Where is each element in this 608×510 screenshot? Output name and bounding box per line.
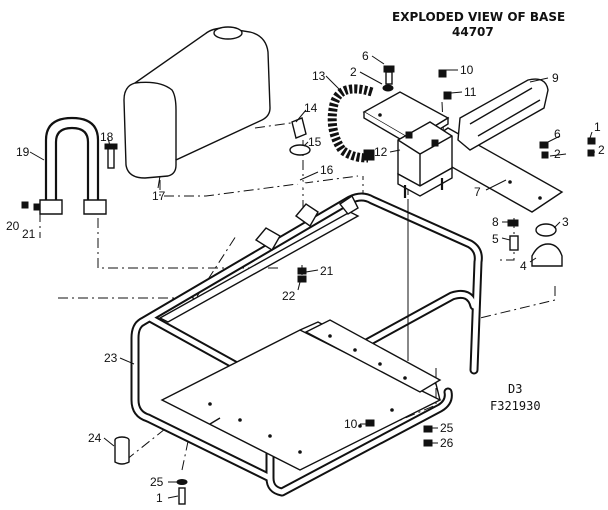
battery-bracket — [362, 91, 564, 213]
bolt-18 — [104, 143, 118, 169]
callout-18: 18 — [100, 130, 114, 144]
base-hardware — [297, 267, 433, 447]
fuel-valve — [289, 117, 311, 156]
callout-19: 19 — [16, 145, 30, 159]
bottom-bolt — [176, 479, 188, 505]
diagram-model-number: 44707 — [452, 25, 494, 39]
callout-6-top: 6 — [362, 49, 369, 63]
drawing-code-line1: D3 — [508, 382, 522, 396]
callout-10-bottom: 10 — [344, 417, 358, 431]
callout-11: 11 — [464, 85, 477, 99]
callout-labels: 6 2 13 10 11 9 12 7 1 2 6 2 3 4 8 5 14 1… — [6, 49, 605, 505]
callout-4: 4 — [520, 259, 527, 273]
callout-12: 12 — [374, 145, 388, 159]
leader-lines — [29, 55, 595, 499]
muffler-shield — [457, 78, 549, 151]
callout-16: 16 — [320, 163, 334, 177]
callout-22: 22 — [282, 289, 296, 303]
callout-25-bottom: 25 — [150, 475, 164, 489]
callout-26: 26 — [440, 436, 454, 450]
callout-6-right: 6 — [554, 127, 561, 141]
callout-2-far-right: 2 — [598, 143, 605, 157]
callout-20: 20 — [6, 219, 20, 233]
callout-21-center: 21 — [320, 264, 334, 278]
callout-15: 15 — [308, 135, 322, 149]
rubber-foot-24 — [114, 436, 130, 465]
callout-9: 9 — [552, 71, 559, 85]
callout-8: 8 — [492, 215, 499, 229]
right-hardware — [507, 137, 596, 267]
top-hardware — [382, 65, 452, 100]
top-cross-rail — [158, 194, 360, 323]
fuel-tank — [123, 26, 271, 179]
callout-2-right: 2 — [554, 147, 561, 161]
callout-1-right: 1 — [594, 120, 601, 134]
callout-10-top: 10 — [460, 63, 474, 77]
diagram-title: EXPLODED VIEW OF BASE — [392, 10, 565, 24]
callout-5: 5 — [492, 232, 499, 246]
battery — [397, 121, 453, 198]
base-pan — [160, 319, 442, 471]
screws-20-21 — [21, 201, 41, 211]
battery-cable — [327, 84, 375, 163]
callout-23: 23 — [104, 351, 118, 365]
callout-2-top: 2 — [350, 65, 357, 79]
callout-21-left: 21 — [22, 227, 36, 241]
callout-24: 24 — [88, 431, 102, 445]
callout-13: 13 — [312, 69, 326, 83]
callout-3: 3 — [562, 215, 569, 229]
callout-7: 7 — [474, 185, 481, 199]
callout-17: 17 — [152, 189, 166, 203]
callout-25-right: 25 — [440, 421, 454, 435]
tank-strap — [39, 116, 107, 215]
callout-1-bottom: 1 — [156, 491, 163, 505]
callout-14: 14 — [304, 101, 318, 115]
drawing-code-line2: F321930 — [490, 399, 541, 413]
fuel-hose — [289, 175, 328, 203]
